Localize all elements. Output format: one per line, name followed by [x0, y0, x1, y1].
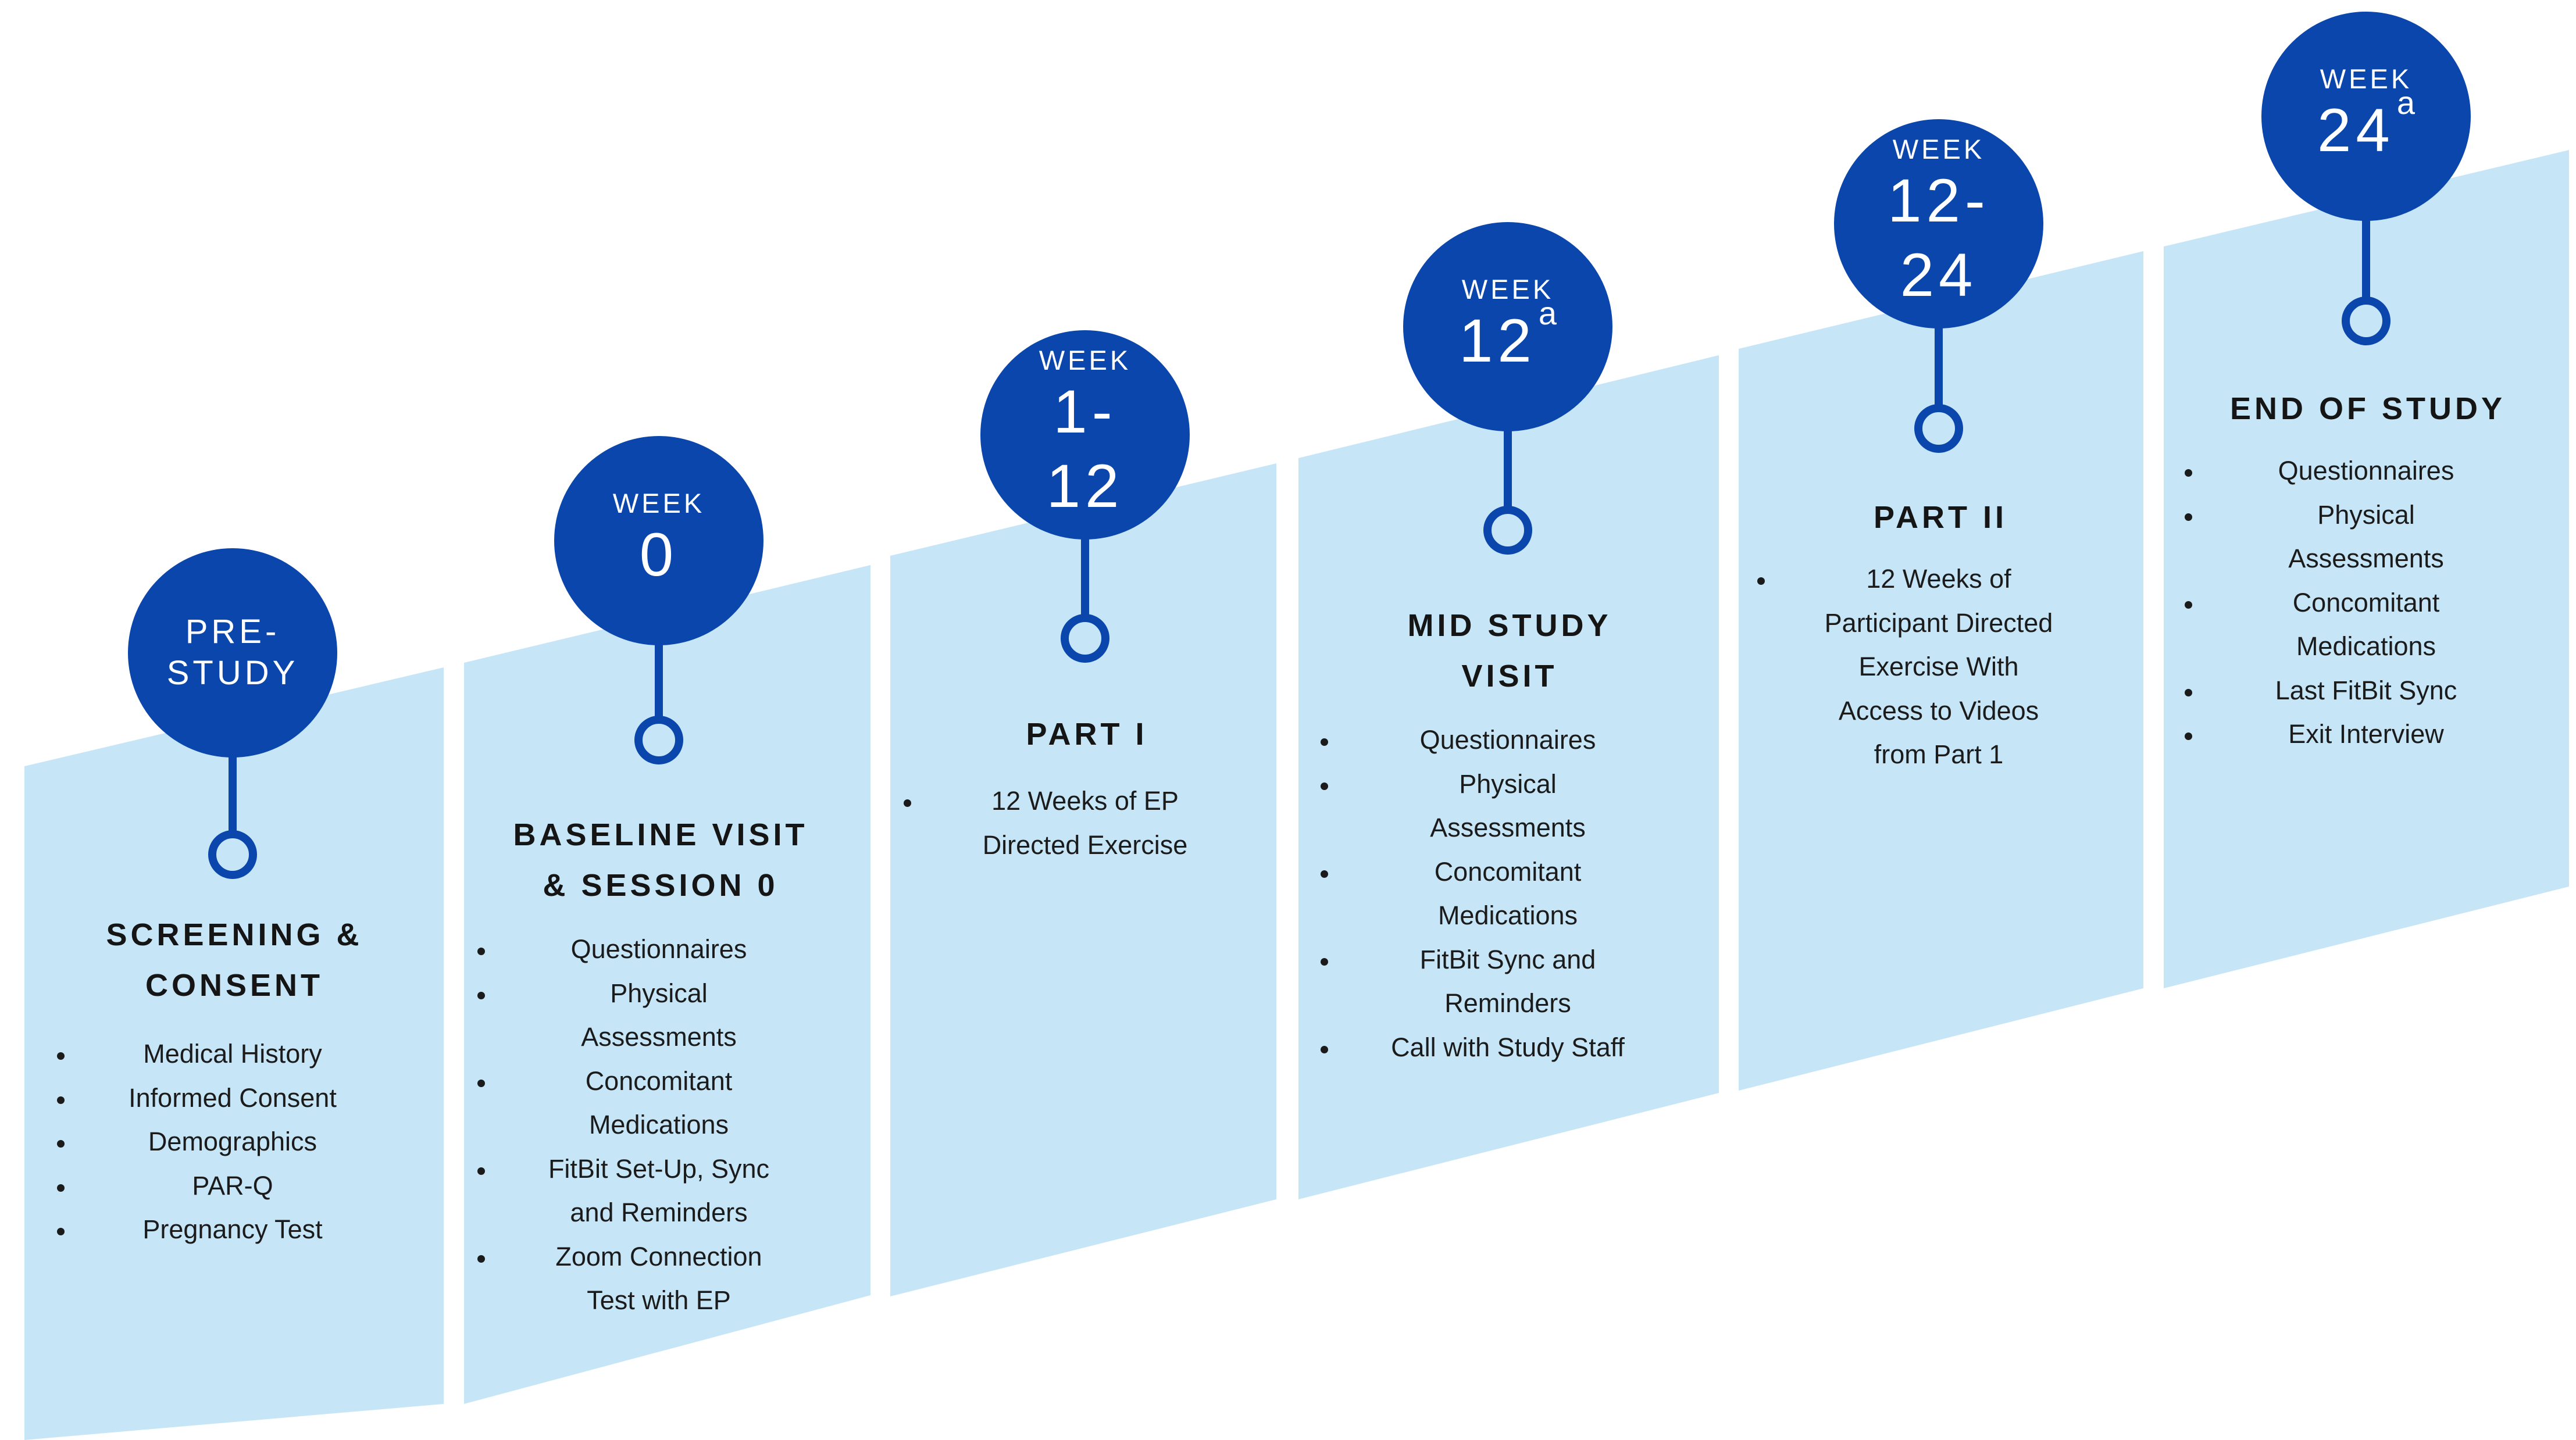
week-value: 12-24	[1888, 164, 1990, 313]
timeline-stem	[1504, 429, 1512, 514]
phase-title: END OF STUDY	[2229, 391, 2506, 426]
timeline-node	[1061, 614, 1109, 663]
week-value-text: 1-12	[1046, 377, 1124, 520]
week-value-text: 12	[1459, 306, 1536, 375]
week-value: PRE-STUDY	[167, 612, 299, 694]
activity-item: Exit Interview	[2180, 712, 2506, 756]
activity-item: Demographics	[52, 1120, 366, 1164]
week-superscript: a	[1538, 294, 1557, 331]
timeline-node	[1483, 506, 1532, 555]
week-value: 24a	[2317, 84, 2415, 168]
week-value: 0	[640, 518, 678, 592]
week-superscript: a	[2396, 84, 2415, 121]
phase-title: PART I	[1026, 717, 1148, 752]
activity-item: Pregnancy Test	[52, 1207, 366, 1252]
week-badge: PRE-STUDY	[128, 548, 337, 757]
week-value-text: 12-24	[1888, 166, 1990, 309]
phase-panel	[890, 463, 1276, 1296]
activity-item: Questionnaires	[473, 927, 798, 971]
phase-panel	[1739, 251, 2143, 1091]
activity-item: Questionnaires	[1316, 718, 1653, 762]
phase-title: PART II	[1874, 500, 2007, 535]
week-label: WEEK	[2320, 63, 2413, 95]
timeline-stem	[1935, 326, 1943, 412]
week-label: WEEK	[1039, 345, 1132, 376]
week-value: 12a	[1459, 295, 1557, 378]
timeline-node	[208, 830, 257, 879]
activity-item: Medical History	[52, 1032, 366, 1076]
timeline-stem	[2362, 219, 2370, 305]
activity-item: Last FitBit Sync	[2180, 669, 2506, 713]
phase-panel	[2164, 150, 2569, 988]
week-label: WEEK	[1461, 274, 1554, 305]
phase-title: SCREENING &CONSENT	[106, 917, 363, 1003]
week-label: WEEK	[612, 488, 705, 519]
phase-panel	[24, 667, 444, 1440]
timeline-node	[1914, 404, 1963, 453]
week-value-text: 0	[639, 520, 679, 589]
activity-item: PAR-Q	[52, 1164, 366, 1208]
activity-item: Questionnaires	[2180, 449, 2506, 493]
phase-panel	[464, 565, 870, 1404]
timeline-stem	[1081, 537, 1089, 622]
week-value: 1-12	[1047, 375, 1124, 524]
phase-title: BASELINE VISIT& SESSION 0	[513, 817, 808, 903]
timeline-node	[2342, 296, 2391, 345]
activity-item: Call with Study Staff	[1316, 1025, 1653, 1070]
week-label: WEEK	[1892, 134, 1985, 165]
timeline-stem	[655, 643, 663, 724]
timeline-node	[634, 716, 683, 764]
week-value-text: PRE-STUDY	[166, 613, 299, 692]
activity-item: Informed Consent	[52, 1076, 366, 1120]
week-value-text: 24	[2317, 96, 2395, 165]
timeline-stem	[229, 755, 237, 838]
phase-panel	[1298, 355, 1719, 1199]
